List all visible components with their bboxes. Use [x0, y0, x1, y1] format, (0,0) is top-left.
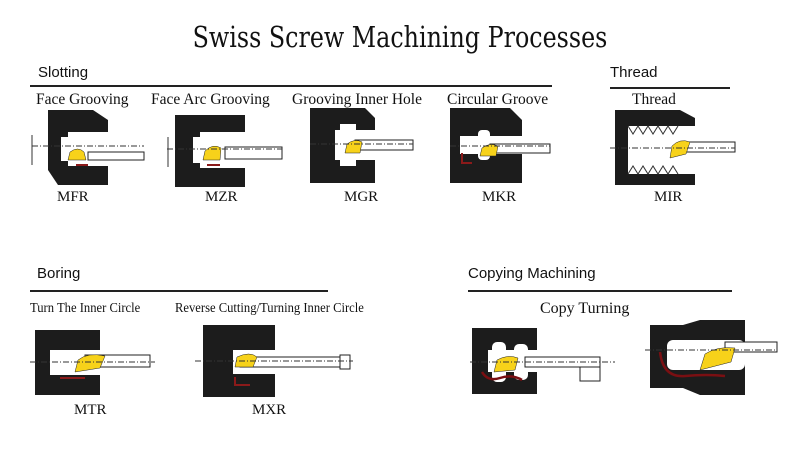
process-name: Circular Groove [447, 91, 549, 108]
process-code: MGR [344, 189, 379, 205]
reverse-turning-inner-circle-diagram [195, 325, 353, 397]
copy-turning-diagram-2 [645, 320, 778, 395]
process-name: Copy Turning [540, 300, 630, 317]
process-name: Face Arc Grooving [151, 91, 270, 108]
face-arc-grooving-diagram [167, 115, 283, 187]
divider [468, 290, 732, 292]
page-title: Swiss Screw Machining Processes [192, 20, 608, 54]
section-slotting-header: Slotting [38, 64, 89, 81]
face-grooving-diagram [31, 110, 145, 185]
process-code: MXR [252, 402, 287, 418]
process-name: Reverse Cutting/Turning Inner Circle [175, 301, 364, 316]
process-code: MTR [74, 402, 107, 418]
process-code: MZR [205, 189, 238, 205]
turn-inner-circle-diagram [30, 330, 155, 395]
divider [30, 85, 552, 87]
copy-turning-diagram-1 [470, 328, 615, 394]
section-boring-header: Boring [37, 265, 81, 282]
process-code: MIR [654, 189, 683, 205]
process-code: MKR [482, 189, 517, 205]
process-name: Turn The Inner Circle [30, 301, 141, 316]
process-name: Face Grooving [36, 91, 129, 108]
process-name: Grooving Inner Hole [292, 91, 422, 108]
section-copying-header: Copying Machining [468, 265, 596, 282]
circular-groove-diagram [450, 108, 551, 183]
divider [30, 290, 328, 292]
process-code: MFR [57, 189, 89, 205]
grooving-inner-hole-diagram [310, 108, 414, 183]
section-thread-header: Thread [610, 64, 658, 81]
divider [610, 87, 730, 89]
thread-diagram [610, 110, 736, 185]
process-name: Thread [632, 91, 676, 108]
